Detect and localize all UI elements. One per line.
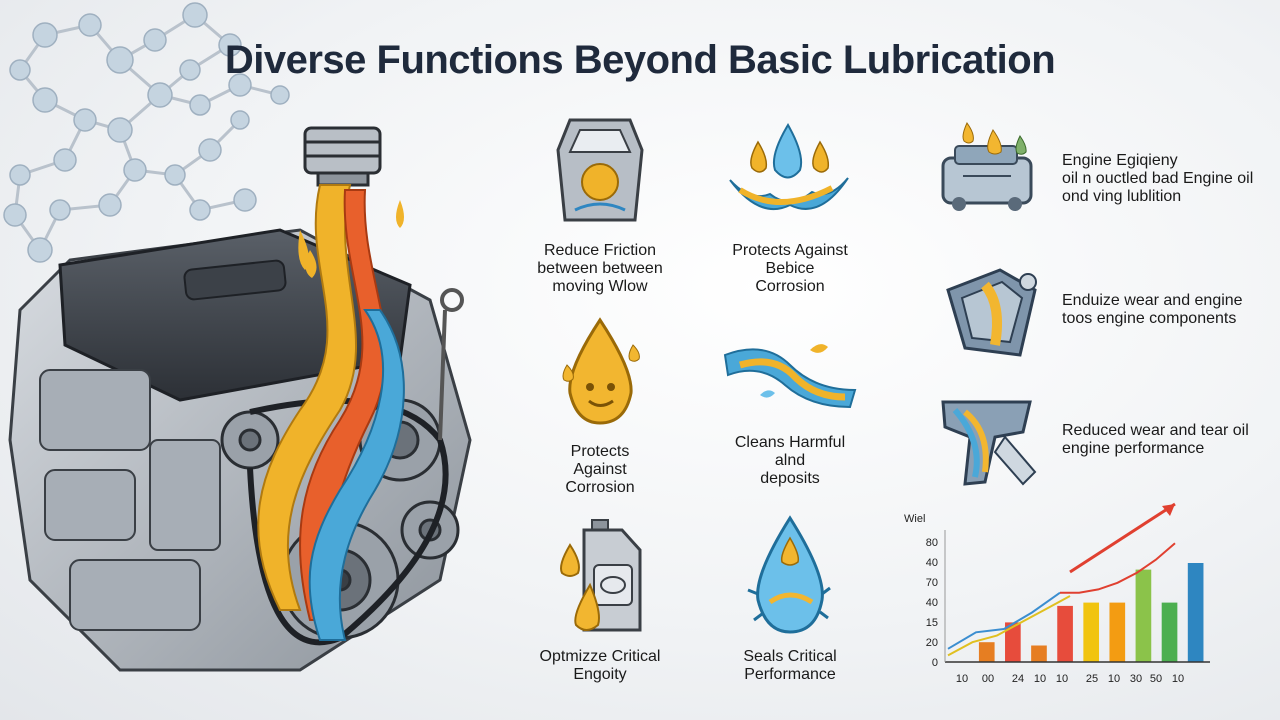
function-line: Optmizze Critical (539, 648, 661, 665)
function-label-reduce-friction: Reduce Friction between between moving W… (515, 242, 685, 296)
chart-bar (1187, 563, 1204, 662)
chart-x-tick-label: 10 (1034, 673, 1046, 685)
right-item-line: toos engine components (1062, 310, 1237, 327)
chart-bar (1031, 645, 1047, 662)
chart-x-tick-label: 10 (956, 673, 968, 685)
connecting-rod-icon (941, 400, 1037, 486)
performance-chart: Wiel 80 40 70 40 15 20 0 10 00 24 10 10 25 10 30 50 10 (904, 502, 1210, 685)
function-line: Engoity (573, 666, 627, 683)
right-item-line: engine performance (1062, 440, 1205, 457)
chart-x-tick-label: 24 (1012, 673, 1024, 685)
chart-trend-arrow (1069, 502, 1176, 574)
chart-x-tick-label: 00 (982, 673, 994, 685)
function-line: alnd (774, 452, 806, 469)
function-line: deposits (760, 470, 820, 487)
piston-wear-icon (946, 268, 1037, 357)
water-drop-seal-icon (747, 515, 831, 634)
chart-bar (1083, 602, 1100, 662)
chart-y-tick-label: 40 (926, 597, 938, 609)
oil-drop-icon (562, 317, 640, 425)
function-label-optimize-critical: Optmizze Critical Engoity (520, 648, 680, 684)
chart-lines (947, 542, 1176, 657)
engine-block-icon (941, 122, 1033, 211)
chart-series-line (947, 591, 1061, 650)
chart-y-tick-label: 40 (926, 557, 938, 569)
chart-bar (978, 642, 995, 662)
chart-series-line (1060, 542, 1176, 594)
chart-bar (1005, 622, 1021, 662)
chart-x-tick-label: 10 (1108, 673, 1120, 685)
oil-splash-icon (729, 123, 849, 210)
chart-ylabel: Wiel (904, 513, 925, 525)
function-label-protects-corrosion-1: Protects Against Bebice Corrosion (700, 242, 880, 296)
chart-y-ticks: 80 40 70 40 15 20 0 (926, 537, 938, 669)
chart-x-tick-label: 10 (1056, 673, 1068, 685)
engine-illustration (8, 126, 472, 672)
chart-arrow-head (1162, 504, 1175, 516)
function-line: Seals Critical (743, 648, 837, 665)
right-item-reduced-tear: Reduced wear and tear oil engine perform… (1062, 422, 1277, 458)
function-line: Reduce Friction (543, 242, 657, 259)
chart-x-tick-label: 50 (1150, 673, 1162, 685)
function-label-seals-critical: Seals Critical Performance (715, 648, 865, 684)
fluid-stream-icon (723, 344, 857, 409)
friction-bracket-icon (556, 118, 644, 222)
chart-y-tick-label: 0 (932, 657, 938, 669)
chart-bars (978, 563, 1204, 662)
page-title: Diverse Functions Beyond Basic Lubricati… (224, 38, 1056, 82)
function-line: Corrosion (755, 278, 825, 295)
chart-y-tick-label: 70 (926, 577, 938, 589)
function-line: Protects (570, 443, 630, 460)
chart-y-tick-label: 20 (926, 637, 938, 649)
right-item-line: Engine Egiqieny (1062, 152, 1178, 169)
right-item-line: oil n ouctled bad Engine oil (1062, 170, 1254, 187)
right-item-line: ond ving lublition (1062, 188, 1182, 205)
chart-bar (1135, 569, 1152, 662)
chart-y-tick-label: 80 (926, 537, 938, 549)
chart-bar (1057, 605, 1073, 662)
right-item-reduce-wear: Enduize wear and engine toos engine comp… (1062, 292, 1277, 328)
function-line: Against (573, 461, 627, 478)
function-line: Protects Against (732, 242, 848, 259)
chart-x-tick-label: 10 (1172, 673, 1184, 685)
function-label-cleans-deposits: Cleans Harmful alnd deposits (705, 434, 875, 488)
chart-series-line (947, 595, 1071, 657)
right-item-line: Enduize wear and engine (1062, 292, 1243, 309)
function-line: Bebice (765, 260, 815, 277)
function-label-protects-corrosion-2: Protects Against Corrosion (530, 443, 670, 497)
chart-bar (1109, 602, 1126, 662)
function-line: Corrosion (565, 479, 635, 496)
chart-x-tick-label: 25 (1086, 673, 1098, 685)
right-item-engine-efficiency: Engine Egiqieny oil n ouctled bad Engine… (1062, 152, 1277, 206)
molecule-network-decoration (3, 2, 290, 263)
function-line: Performance (744, 666, 836, 683)
chart-bar (1161, 602, 1178, 662)
function-line: between between (537, 260, 663, 277)
right-item-line: Reduced wear and tear oil (1062, 422, 1249, 439)
function-line: Cleans Harmful (734, 434, 846, 451)
chart-x-ticks: 10 00 24 10 10 25 10 30 50 10 (956, 673, 1184, 685)
function-line: moving Wlow (552, 278, 648, 295)
chart-y-tick-label: 15 (926, 617, 938, 629)
oil-canister-icon (560, 519, 642, 632)
chart-x-tick-label: 30 (1130, 673, 1142, 685)
